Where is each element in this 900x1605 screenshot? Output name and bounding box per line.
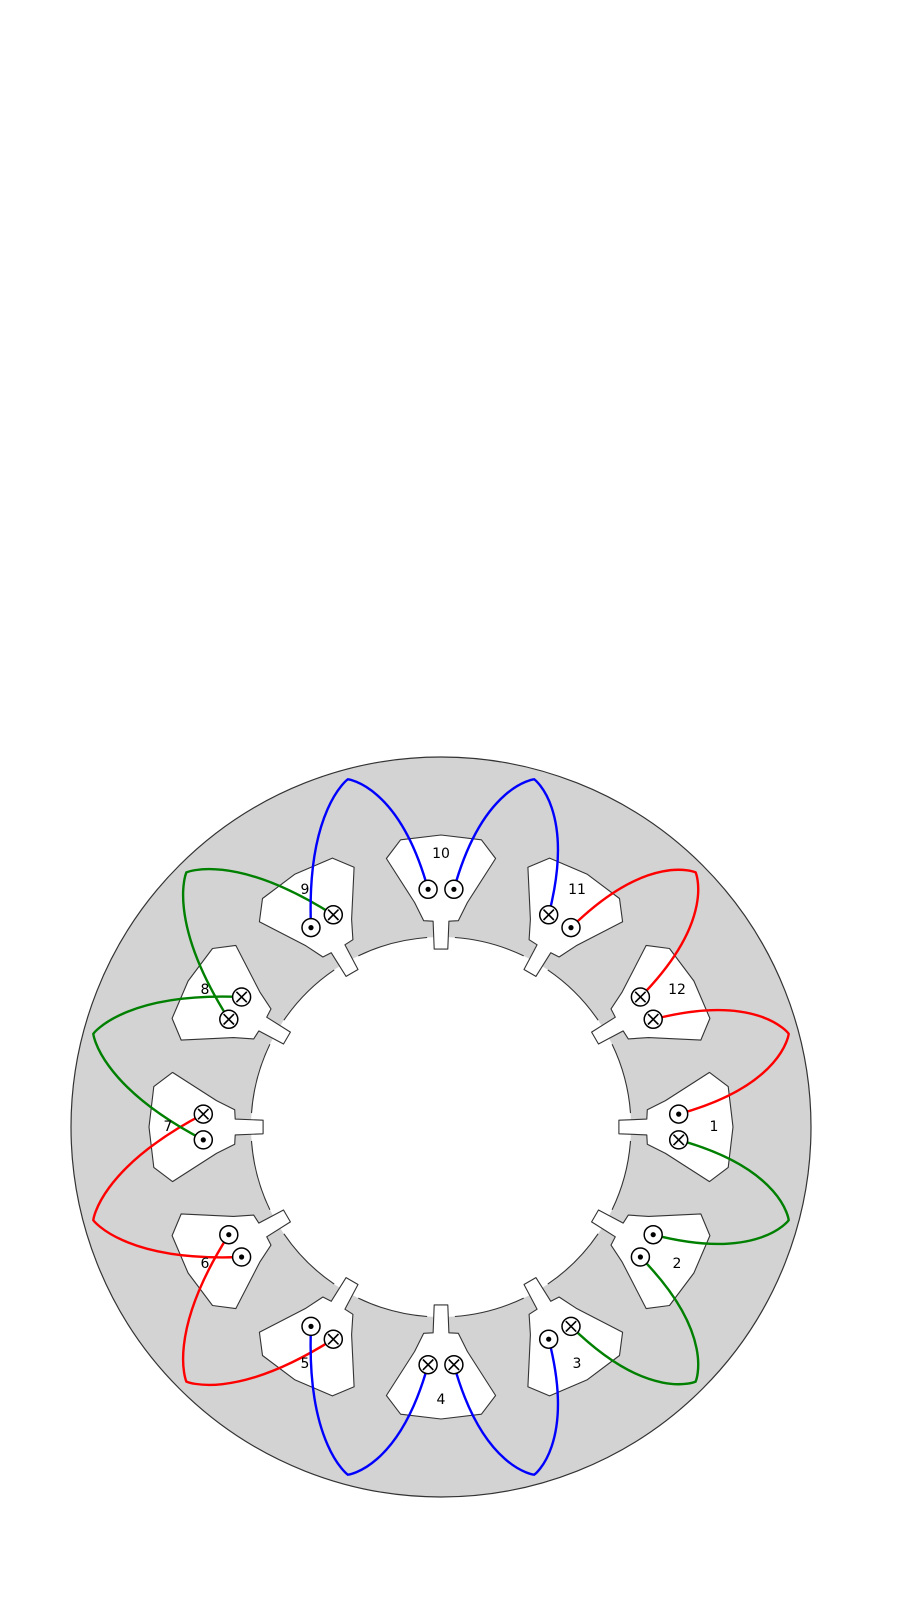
coil-green-8 — [181, 867, 335, 1021]
slot-label-6: 6 — [201, 1256, 210, 1272]
tooth-tip-10 — [454, 936, 524, 957]
conductor-slot-9-lower-cross — [323, 905, 344, 925]
coil-blue-10 — [452, 778, 560, 916]
tooth-tip-8 — [283, 969, 335, 1021]
conductor-slot-11-upper-cross — [538, 905, 559, 925]
slot-label-2: 2 — [673, 1256, 682, 1272]
coil-green-7 — [92, 995, 243, 1142]
conductor-slot-11-lower-dot — [561, 917, 581, 938]
coil-red-1 — [652, 1008, 790, 1116]
tooth-tip-11 — [547, 969, 599, 1021]
conductor-slot-7-upper-dot — [193, 1130, 214, 1150]
conductor-slot-10-upper-dot — [418, 879, 438, 900]
tooth-tip-7 — [250, 1044, 271, 1114]
conductor-slot-4-lower-cross — [418, 1354, 438, 1375]
tooth-tip-4 — [358, 1297, 428, 1318]
conductor-slot-3-upper-cross — [561, 1316, 581, 1337]
slot-label-8: 8 — [201, 982, 210, 998]
conductor-slot-5-lower-dot — [301, 1316, 321, 1337]
coil-green-5 — [652, 1138, 790, 1246]
tooth-tip-12 — [611, 1044, 632, 1114]
conductor-slot-6-lower-dot — [219, 1224, 239, 1245]
conductor-slot-2-upper-dot — [643, 1224, 663, 1245]
slot-label-9: 9 — [301, 882, 310, 898]
bore — [251, 937, 631, 1317]
slot-11 — [523, 857, 624, 977]
slot-label-10: 10 — [432, 846, 450, 862]
tooth-tip-6 — [250, 1140, 271, 1210]
conductor-slot-9-upper-dot — [301, 917, 321, 938]
conductor-slot-4-upper-cross — [444, 1354, 464, 1375]
tooth-tip-1 — [611, 1140, 632, 1210]
conductor-slot-1-upper-dot — [668, 1104, 689, 1124]
tooth-tip-2 — [547, 1233, 599, 1285]
conductor-slot-8-lower-cross — [231, 987, 252, 1007]
slot-label-3: 3 — [573, 1356, 582, 1372]
slot-label-12: 12 — [668, 982, 686, 998]
conductor-slot-10-lower-dot — [444, 879, 464, 900]
conductor-slot-5-upper-cross — [323, 1329, 344, 1349]
tooth-tip-9 — [358, 936, 428, 957]
coil-blue-9 — [309, 778, 430, 929]
coil-blue-11 — [452, 1338, 560, 1476]
conductor-slot-3-lower-dot — [538, 1329, 559, 1349]
slot-2 — [591, 1209, 711, 1310]
coil-blue-12 — [309, 1325, 430, 1476]
conductor-slot-2-lower-dot — [630, 1247, 651, 1267]
coil-red-4 — [181, 1233, 335, 1387]
coil-red-3 — [92, 1112, 243, 1259]
conductor-slot-7-lower-cross — [193, 1104, 214, 1124]
slot-4 — [385, 1304, 497, 1420]
conductor-slot-12-lower-cross — [643, 1009, 663, 1030]
slot-label-1: 1 — [710, 1119, 719, 1135]
slot-12 — [591, 944, 711, 1045]
tooth-tip-5 — [283, 1233, 335, 1285]
slot-labels: 1 2 3 4 5 6 7 8 9 10 11 12 — [164, 846, 719, 1408]
conductor-slot-8-upper-cross — [219, 1009, 239, 1030]
conductor-slot-6-upper-dot — [231, 1247, 252, 1267]
conductor-markers — [193, 879, 689, 1375]
coil-green-6 — [569, 1255, 700, 1386]
slot-1 — [618, 1071, 734, 1183]
slot-label-11: 11 — [568, 882, 586, 898]
slot-3 — [523, 1277, 624, 1397]
slot-label-7: 7 — [164, 1119, 173, 1135]
coil-red-2 — [569, 868, 700, 999]
conductor-slot-12-upper-cross — [630, 987, 651, 1007]
slot-label-5: 5 — [301, 1356, 310, 1372]
conductor-slot-1-lower-cross — [668, 1130, 689, 1150]
slot-10 — [385, 834, 497, 950]
tooth-tip-3 — [454, 1297, 524, 1318]
slot-label-4: 4 — [437, 1392, 446, 1408]
coil-connections — [92, 778, 790, 1476]
